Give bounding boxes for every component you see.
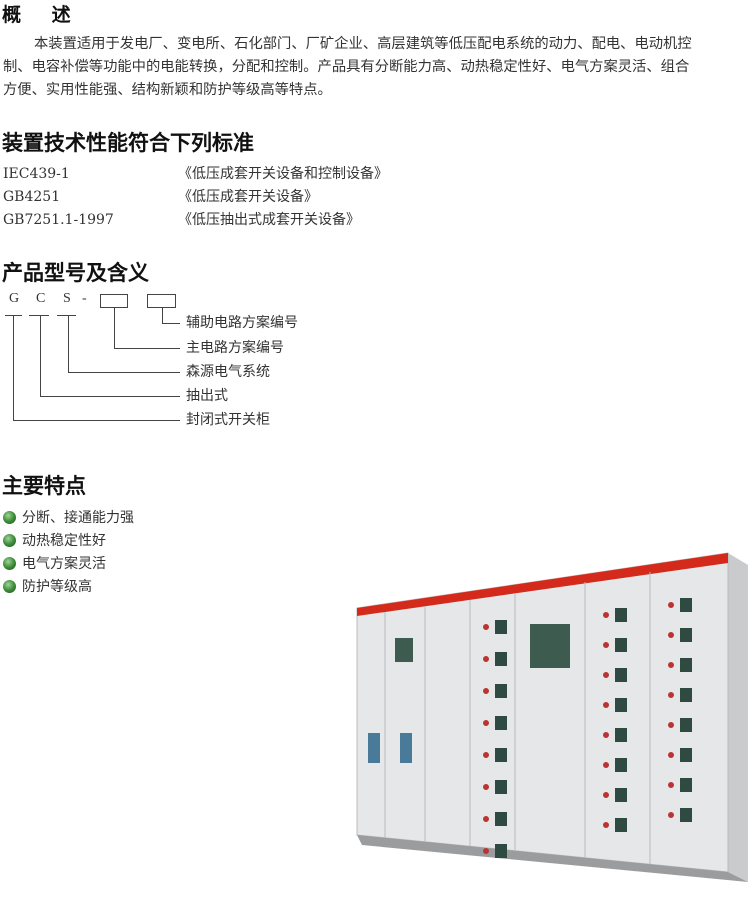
- drawer-unit: [495, 620, 507, 634]
- overview-text: 本装置适用于发电厂、变电所、石化部门、厂矿企业、高层建筑等低压配电系统的动力、配…: [3, 36, 692, 98]
- feature-item: 电气方案灵活: [3, 553, 106, 573]
- drawer-knob: [603, 732, 609, 738]
- model-title: 产品型号及含义: [2, 261, 149, 285]
- standard-name: 《低压成套开关设备》: [178, 189, 318, 205]
- drawer-unit: [615, 608, 627, 622]
- drawer-knob: [668, 632, 674, 638]
- drawer-knob: [603, 702, 609, 708]
- drawer-knob: [603, 612, 609, 618]
- feature-item: 动热稳定性好: [3, 530, 106, 550]
- feature-item: 防护等级高: [3, 576, 92, 596]
- feature-label: 防护等级高: [22, 579, 92, 595]
- drawer-unit: [615, 638, 627, 652]
- standard-code: GB4251: [3, 189, 61, 205]
- standard-name: 《低压成套开关设备和控制设备》: [178, 166, 388, 182]
- drawer-unit: [495, 652, 507, 666]
- drawer-knob: [668, 782, 674, 788]
- drawer-knob: [668, 662, 674, 668]
- standard-item: GB7251.1-1997 《低压抽出式成套开关设备》: [3, 209, 360, 229]
- model-label: 抽出式: [186, 388, 228, 404]
- drawer-knob: [603, 792, 609, 798]
- drawer-knob: [483, 784, 489, 790]
- drawer-unit: [680, 748, 692, 762]
- standard-code: GB7251.1-1997: [3, 212, 114, 228]
- bullet-icon: [3, 510, 16, 524]
- model-letter: -: [82, 291, 87, 306]
- model-letter: C: [36, 291, 46, 306]
- drawer-unit: [495, 748, 507, 762]
- model-label: 辅助电路方案编号: [186, 315, 298, 331]
- drawer-unit: [680, 688, 692, 702]
- drawer-knob: [668, 692, 674, 698]
- drawer-unit: [495, 716, 507, 730]
- feature-label: 分断、接通能力强: [22, 510, 134, 526]
- drawer-unit: [615, 728, 627, 742]
- standard-item: GB4251 《低压成套开关设备》: [3, 186, 318, 206]
- bullet-icon: [3, 533, 16, 547]
- bullet-icon: [3, 556, 16, 570]
- drawer-unit: [495, 812, 507, 826]
- standard-code: IEC439-1: [3, 166, 70, 182]
- drawer-unit: [615, 668, 627, 682]
- overview-title: 概 述: [2, 4, 83, 26]
- feature-label: 动热稳定性好: [22, 533, 106, 549]
- drawer-unit: [495, 780, 507, 794]
- drawer-knob: [668, 812, 674, 818]
- drawer-knob: [483, 656, 489, 662]
- drawer-unit: [615, 698, 627, 712]
- standards-title: 装置技术性能符合下列标准: [2, 131, 254, 155]
- drawer-unit: [680, 778, 692, 792]
- drawer-knob: [668, 602, 674, 608]
- drawer-unit: [680, 598, 692, 612]
- drawer-knob: [668, 722, 674, 728]
- drawer-knob: [483, 624, 489, 630]
- drawer-unit: [680, 718, 692, 732]
- drawer-knob: [603, 762, 609, 768]
- drawer-knob: [668, 752, 674, 758]
- drawer-knob: [483, 688, 489, 694]
- drawer-unit: [615, 788, 627, 802]
- drawer-knob: [483, 816, 489, 822]
- drawer-knob: [483, 848, 489, 854]
- drawer-unit: [615, 758, 627, 772]
- drawer-unit: [680, 628, 692, 642]
- model-letter: G: [9, 291, 20, 306]
- model-label: 主电路方案编号: [186, 340, 284, 356]
- bullet-icon: [3, 579, 16, 593]
- feature-label: 电气方案灵活: [22, 556, 106, 572]
- drawer-unit: [615, 818, 627, 832]
- drawer-knob: [603, 672, 609, 678]
- drawer-unit: [495, 684, 507, 698]
- drawer-knob: [483, 752, 489, 758]
- drawer-knob: [483, 720, 489, 726]
- standard-name: 《低压抽出式成套开关设备》: [178, 212, 360, 228]
- model-label: 封闭式开关柜: [186, 412, 270, 428]
- feature-item: 分断、接通能力强: [3, 507, 134, 527]
- main-circuit-box: [100, 294, 128, 308]
- drawer-knob: [603, 822, 609, 828]
- drawer-knob: [603, 642, 609, 648]
- drawer-unit: [680, 808, 692, 822]
- model-label: 森源电气系统: [186, 364, 270, 380]
- aux-circuit-box: [147, 294, 176, 308]
- model-letter: S: [63, 291, 71, 306]
- drawer-unit: [680, 658, 692, 672]
- drawer-unit: [495, 844, 507, 858]
- features-title: 主要特点: [2, 474, 86, 498]
- standard-item: IEC439-1 《低压成套开关设备和控制设备》: [3, 163, 388, 183]
